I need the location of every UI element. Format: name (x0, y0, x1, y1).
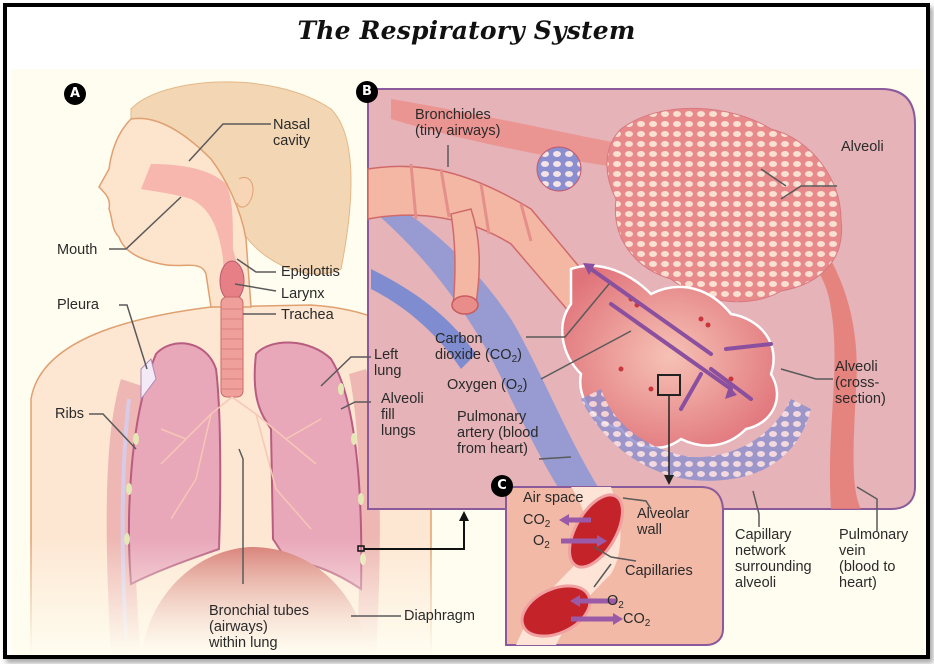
label-carbon-dioxide-line2: dioxide (CO (435, 347, 512, 363)
label-carbon-dioxide-line1: Carbon (435, 331, 483, 347)
label-bronchial-tubes: Bronchial tubes (airways) within lung (209, 603, 309, 651)
label-larynx: Larynx (281, 286, 325, 302)
label-alveoli-fill-lungs: Alveoli fill lungs (381, 391, 424, 439)
illustration-art (11, 69, 916, 655)
label-diaphragm: Diaphragm (404, 608, 475, 624)
label-nasal-cavity: Nasal cavity (273, 117, 311, 149)
o2-in-subscript: 2 (544, 540, 550, 551)
panel-b-badge: B (356, 81, 378, 103)
label-alveoli: Alveoli (841, 139, 884, 155)
panel-c-art (505, 486, 724, 646)
co2-out-subscript: 2 (544, 519, 551, 530)
label-o2-lower: O2 (607, 593, 624, 611)
label-alveolar-wall: Alveolar wall (637, 506, 690, 538)
co2-lower-text: CO (623, 611, 645, 627)
label-mouth: Mouth (57, 242, 98, 258)
label-bronchioles: Bronchioles (tiny airways) (415, 107, 501, 139)
label-left-lung: Left lung (374, 347, 402, 379)
panel-a-badge: A (64, 83, 86, 105)
label-o2-in: O2 (533, 533, 550, 551)
o2-in-text: O (533, 533, 545, 549)
illustration: A B C Nasal cavity Mouth Epiglottis Lary… (11, 69, 925, 655)
o2-subscript: 2 (517, 384, 523, 395)
label-oxygen-end: ) (522, 377, 528, 393)
figure-frame: The Respiratory System (3, 3, 930, 659)
label-trachea: Trachea (281, 307, 334, 323)
label-oxygen: Oxygen (O2) (447, 377, 528, 395)
label-pleura: Pleura (57, 297, 99, 313)
label-alveoli-cross-section: Alveoli (cross- section) (835, 359, 886, 407)
label-capillary-network: Capillary network surrounding alveoli (735, 527, 812, 591)
co2-out-text: CO (523, 512, 545, 528)
label-capillaries: Capillaries (625, 563, 693, 579)
o2-lower-text: O (607, 593, 619, 609)
label-pulmonary-vein: Pulmonary vein (blood to heart) (839, 527, 909, 591)
leader-lines (89, 123, 878, 617)
label-pulmonary-artery: Pulmonary artery (blood from heart) (457, 409, 539, 457)
label-ribs: Ribs (55, 406, 85, 422)
o2-lower-subscript: 2 (618, 600, 624, 611)
label-air-space: Air space (523, 490, 584, 506)
co2-lower-subscript: 2 (644, 618, 651, 629)
co2-subscript: 2 (511, 354, 518, 365)
label-oxygen-text: Oxygen (O (447, 377, 518, 393)
label-co2-out: CO2 (523, 512, 551, 530)
panel-b-art (367, 88, 916, 510)
label-co2-lower: CO2 (623, 611, 651, 629)
label-carbon-dioxide-end: ) (517, 347, 522, 363)
label-epiglottis: Epiglottis (281, 264, 340, 280)
figure-title: The Respiratory System (297, 16, 636, 45)
panel-c-badge: C (491, 475, 513, 497)
